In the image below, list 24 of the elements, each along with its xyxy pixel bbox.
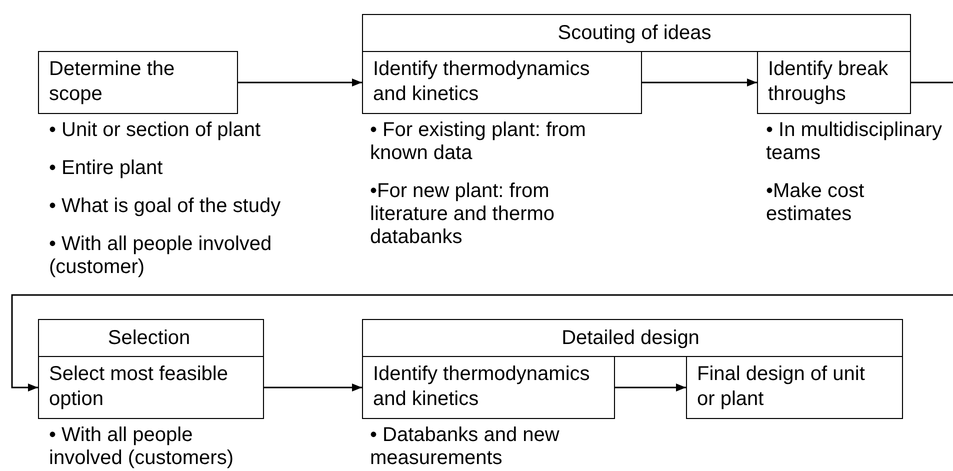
- arrow: [11, 294, 953, 392]
- bullet-note: • With all people involved (customer): [49, 233, 273, 279]
- arrow: [264, 384, 362, 392]
- bullet-note: •For new plant: from literature and thermo databanks: [370, 180, 556, 249]
- stage-header: Scouting of ideas: [362, 14, 911, 52]
- process-box: Identify break throughs: [757, 51, 911, 114]
- bullet-note: • With all people involved (customers): [49, 424, 235, 470]
- arrow: [642, 78, 757, 86]
- stage-header: Detailed design: [362, 319, 903, 357]
- bullet-note: • Unit or section of plant: [49, 119, 262, 142]
- process-box: Determine the scope: [38, 51, 238, 114]
- bullet-note: • For existing plant: from known data: [370, 119, 587, 165]
- bullet-note: • What is goal of the study: [49, 195, 282, 218]
- process-box: Final design of unit or plant: [686, 356, 903, 419]
- bullet-note: • Databanks and new measurements: [370, 424, 560, 470]
- bullet-note: •Make cost estimates: [766, 180, 866, 226]
- process-box: Select most feasible option: [38, 356, 264, 419]
- arrow: [238, 78, 362, 86]
- stage-header: Selection: [38, 319, 264, 357]
- bullet-note: • In multidisciplinary teams: [766, 119, 943, 165]
- bullet-note: • Entire plant: [49, 157, 164, 180]
- process-box: Identify thermodynamics and kinetics: [362, 356, 615, 419]
- arrow: [615, 384, 686, 392]
- process-box: Identify thermodynamics and kinetics: [362, 51, 642, 114]
